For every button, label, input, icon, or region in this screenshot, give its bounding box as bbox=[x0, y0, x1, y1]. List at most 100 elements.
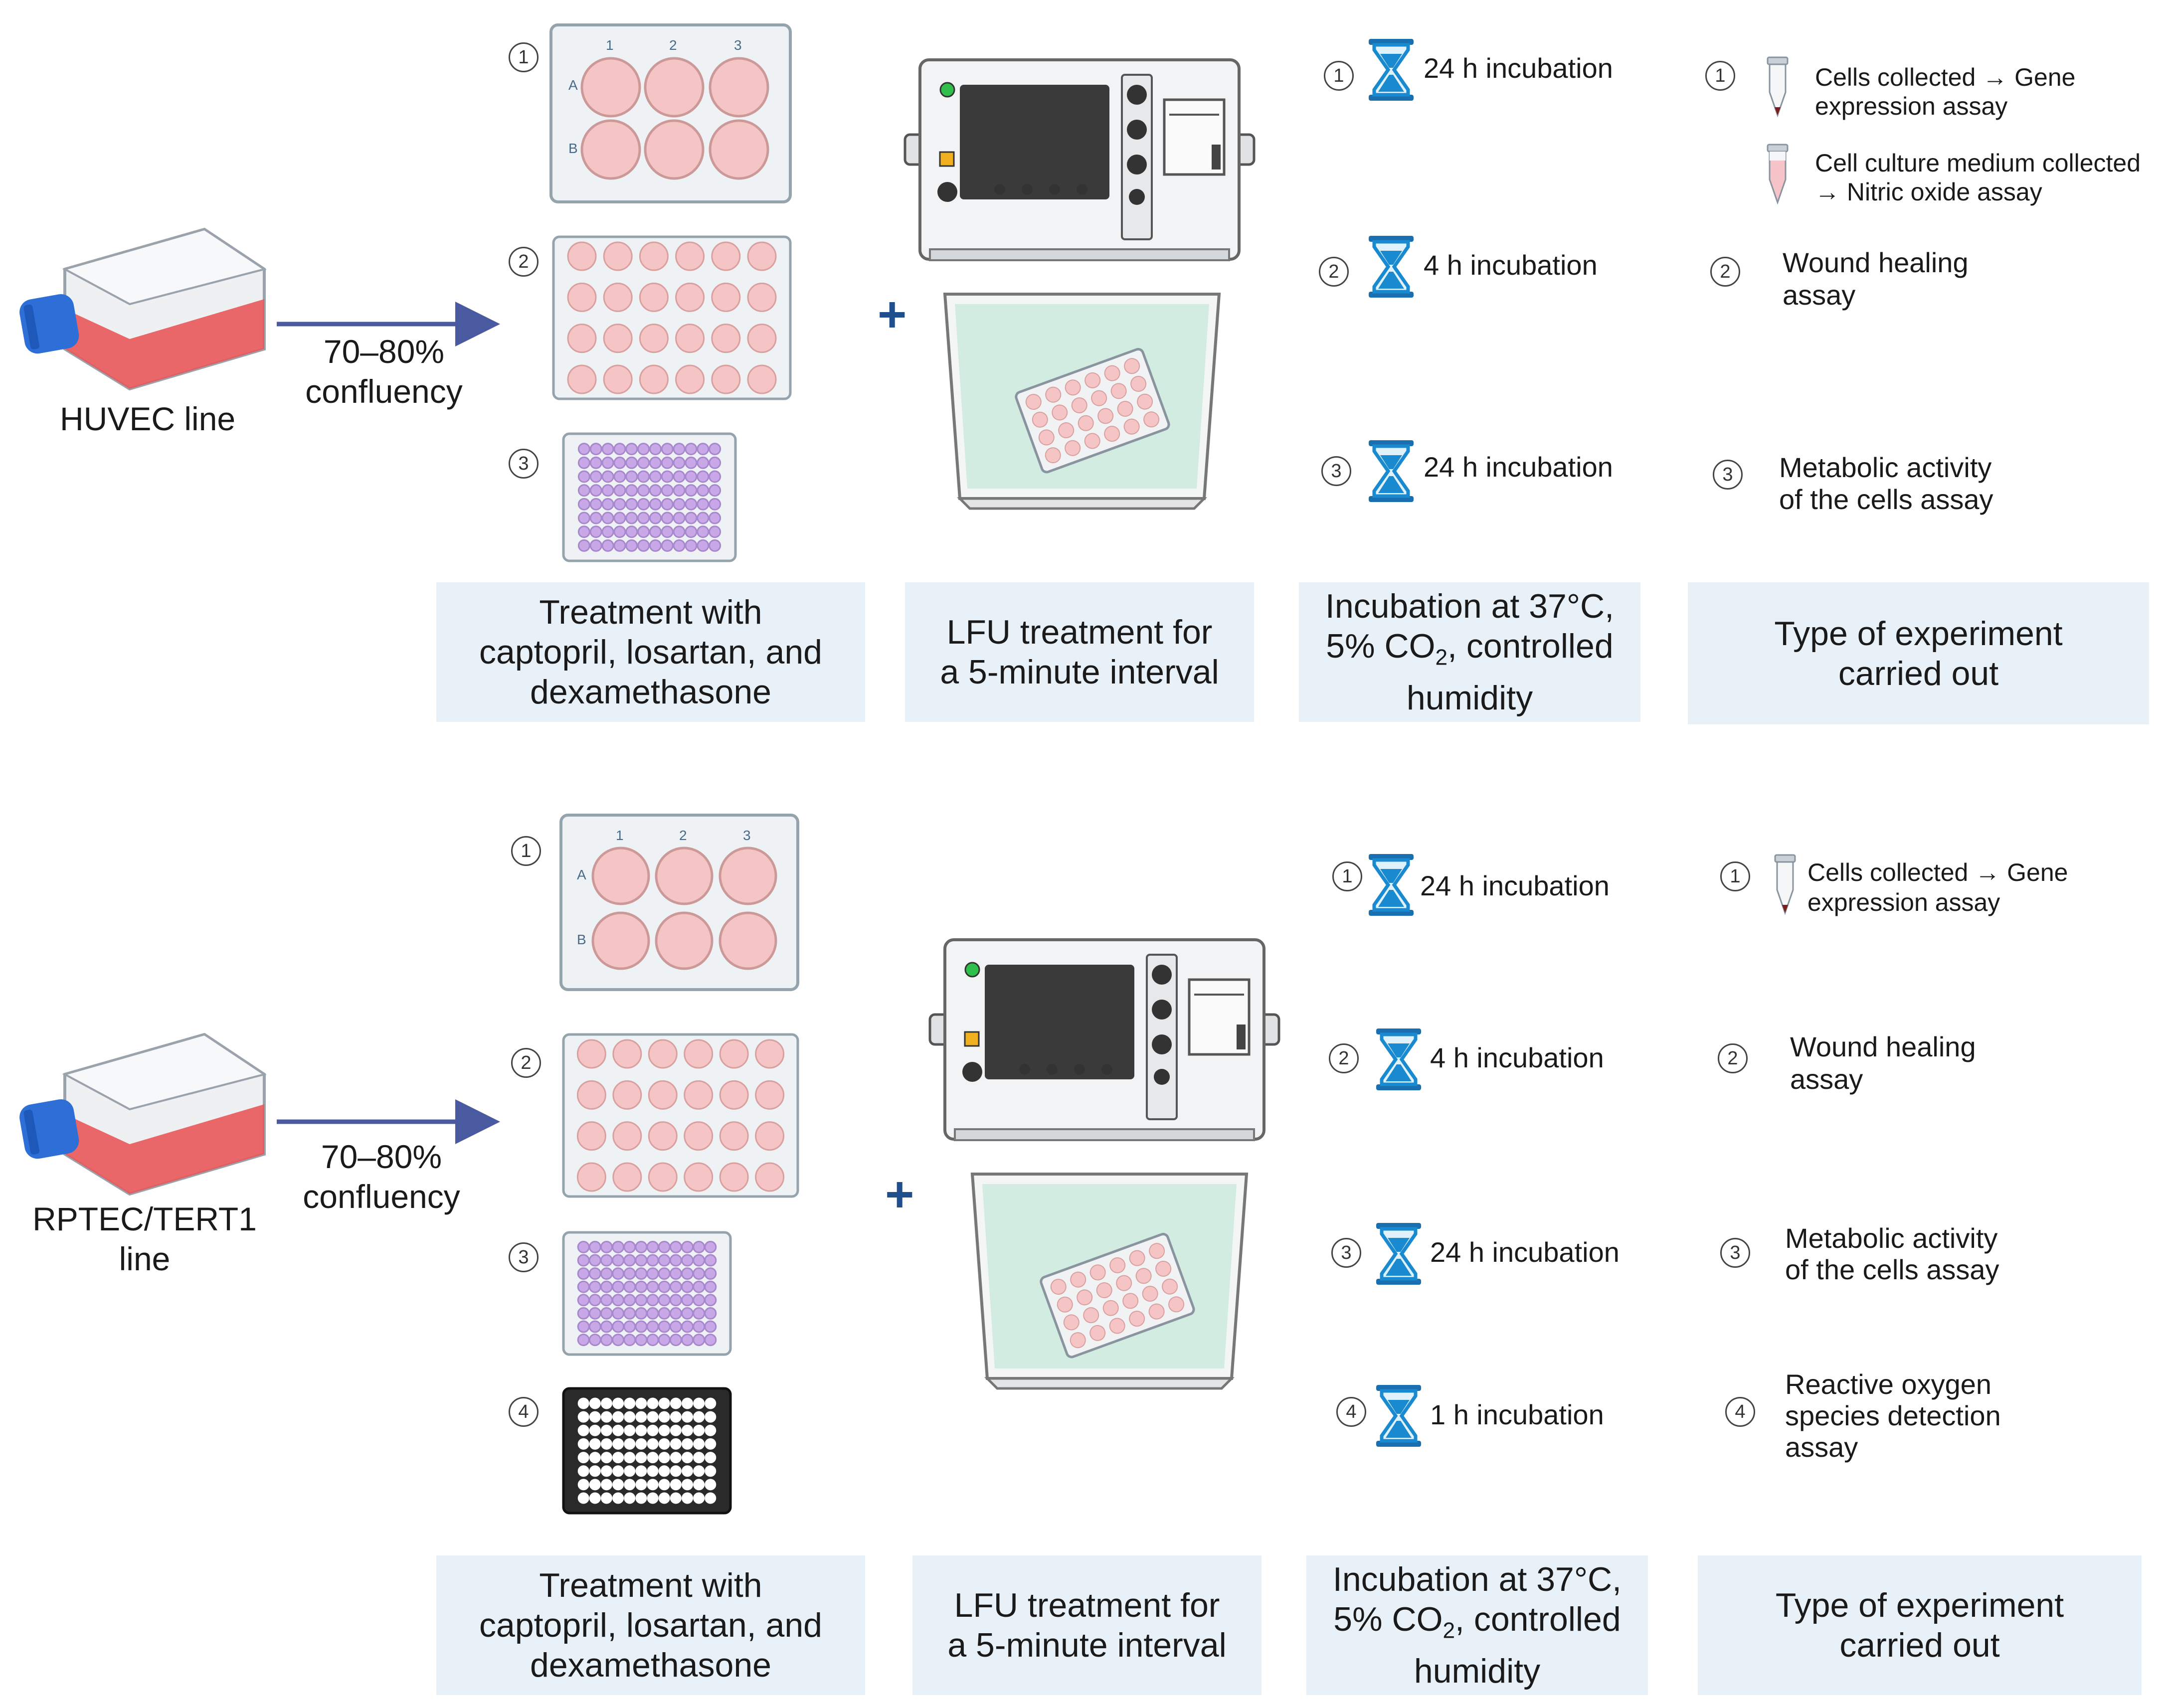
top-96-well bbox=[661, 539, 674, 552]
bottom-24-well bbox=[612, 1162, 642, 1192]
bottom-96-well bbox=[588, 1280, 601, 1293]
top-confluency-pct: 70–80% bbox=[323, 333, 445, 370]
bottom-black-96-well bbox=[589, 1452, 601, 1464]
bottom-black-96-well bbox=[705, 1479, 717, 1491]
bath-plate-well bbox=[1071, 397, 1087, 414]
top-plate-number-3: 3 bbox=[509, 449, 539, 479]
top-plate-number-2: 2 bbox=[509, 247, 539, 277]
bath-plate-well bbox=[1083, 1307, 1099, 1324]
bottom-96-well bbox=[693, 1280, 706, 1293]
bottom-96-well bbox=[704, 1307, 717, 1320]
top-exp1b-line1: Cell culture medium collected bbox=[1815, 149, 2141, 177]
bath-plate-well bbox=[1097, 408, 1114, 424]
bath-plate-well bbox=[1104, 365, 1120, 381]
bottom-black-96-well bbox=[624, 1411, 636, 1423]
bottom-96-well bbox=[669, 1280, 682, 1293]
bath-plate-well bbox=[1084, 433, 1100, 449]
top-96-well bbox=[685, 539, 698, 552]
bottom-96-well bbox=[635, 1240, 648, 1253]
bath-plate-well bbox=[1117, 401, 1133, 417]
bottom-96-well bbox=[588, 1267, 601, 1280]
bottom-96-well bbox=[681, 1307, 694, 1320]
bottom-24-well bbox=[648, 1121, 678, 1151]
bath-plate-well bbox=[1102, 1300, 1119, 1316]
top-24-well bbox=[639, 364, 669, 394]
bottom-96-well bbox=[704, 1320, 717, 1333]
bath-plate-well bbox=[1116, 1275, 1132, 1291]
bottom-96-well bbox=[600, 1240, 613, 1253]
top-96-well bbox=[637, 456, 650, 469]
bottom-96-well bbox=[623, 1307, 636, 1320]
top-96-well bbox=[613, 525, 626, 538]
bottom-96-well bbox=[669, 1254, 682, 1267]
top-exp-num-2: 2 bbox=[1710, 257, 1740, 287]
bottom-black-96-well bbox=[693, 1452, 705, 1464]
top-water-bath-icon bbox=[945, 294, 1219, 509]
bottom-exp-num-2: 2 bbox=[1718, 1043, 1748, 1073]
top-96-well bbox=[697, 456, 710, 469]
bottom-black-96-well bbox=[589, 1424, 601, 1436]
bath-plate-well bbox=[1077, 1289, 1093, 1306]
bottom-black-96-well bbox=[635, 1465, 647, 1477]
bottom-6well-col-3: 3 bbox=[743, 828, 751, 843]
top-96-well bbox=[697, 512, 710, 524]
bottom-96-well bbox=[704, 1280, 717, 1293]
bottom-black-96-well bbox=[693, 1411, 705, 1423]
top-96-well bbox=[637, 512, 650, 524]
bottom-plate-number-1: 1 bbox=[511, 836, 541, 866]
bath-plate-well bbox=[1155, 1260, 1172, 1277]
bottom-treat-line3: dexamethasone bbox=[530, 1646, 771, 1684]
bottom-6well-col-1: 1 bbox=[616, 828, 624, 843]
top-96-well bbox=[613, 470, 626, 483]
bottom-96-well bbox=[658, 1334, 671, 1347]
bottom-black-96-well bbox=[670, 1452, 682, 1464]
bottom-96-well bbox=[612, 1294, 625, 1307]
bottom-black-96-well bbox=[624, 1438, 636, 1450]
bottom-black-96-well bbox=[635, 1479, 647, 1491]
top-96-well bbox=[697, 470, 710, 483]
bottom-24-well bbox=[612, 1039, 642, 1069]
bottom-96-well bbox=[577, 1240, 590, 1253]
bottom-96-well bbox=[646, 1294, 659, 1307]
bath-plate-well bbox=[1038, 429, 1055, 446]
top-24-well bbox=[567, 282, 597, 312]
bottom-24-well bbox=[755, 1039, 785, 1069]
bottom-96-well bbox=[693, 1307, 706, 1320]
bottom-exp-num-3: 3 bbox=[1720, 1238, 1750, 1268]
bottom-24-well bbox=[684, 1080, 714, 1110]
bottom-96-well bbox=[600, 1294, 613, 1307]
bottom-black-96-well bbox=[577, 1452, 589, 1464]
bottom-black-96-well bbox=[589, 1479, 601, 1491]
bottom-96-well bbox=[658, 1267, 671, 1280]
top-6well-row-b: B bbox=[568, 141, 578, 156]
top-96-well bbox=[577, 539, 590, 552]
bottom-black-96-well bbox=[600, 1438, 612, 1450]
top-inc-num-1: 1 bbox=[1324, 61, 1354, 91]
bottom-black-96-well bbox=[612, 1492, 624, 1504]
bottom-6well-row-b: B bbox=[577, 932, 586, 947]
bottom-96-well bbox=[588, 1240, 601, 1253]
bottom-exp-num-4: 4 bbox=[1725, 1397, 1755, 1427]
top-96-well bbox=[601, 498, 614, 511]
bath-plate-well bbox=[1148, 1303, 1165, 1320]
bottom-96-well bbox=[612, 1280, 625, 1293]
bath-plate-well bbox=[1045, 386, 1062, 403]
bottom-96-well bbox=[600, 1307, 613, 1320]
top-96-well bbox=[697, 539, 710, 552]
bottom-96-well bbox=[646, 1320, 659, 1333]
bottom-96-well bbox=[669, 1294, 682, 1307]
top-24well-plate-icon bbox=[552, 235, 792, 400]
bottom-96-well bbox=[693, 1240, 706, 1253]
bottom-96-well bbox=[669, 1320, 682, 1333]
bottom-black-96-well bbox=[682, 1465, 694, 1477]
bottom-24-well bbox=[719, 1039, 749, 1069]
bottom-96well-plate-icon bbox=[562, 1231, 732, 1356]
top-24-well bbox=[603, 324, 633, 353]
bottom-24-well bbox=[576, 1039, 606, 1069]
bottom-confluency-word: confluency bbox=[303, 1178, 460, 1215]
top-24-well bbox=[711, 324, 741, 353]
bottom-black-96-well bbox=[647, 1492, 659, 1504]
bottom-black-96-well bbox=[670, 1411, 682, 1423]
bottom-6well-row-a: A bbox=[577, 867, 586, 882]
bottom-black-96-well bbox=[658, 1438, 670, 1450]
